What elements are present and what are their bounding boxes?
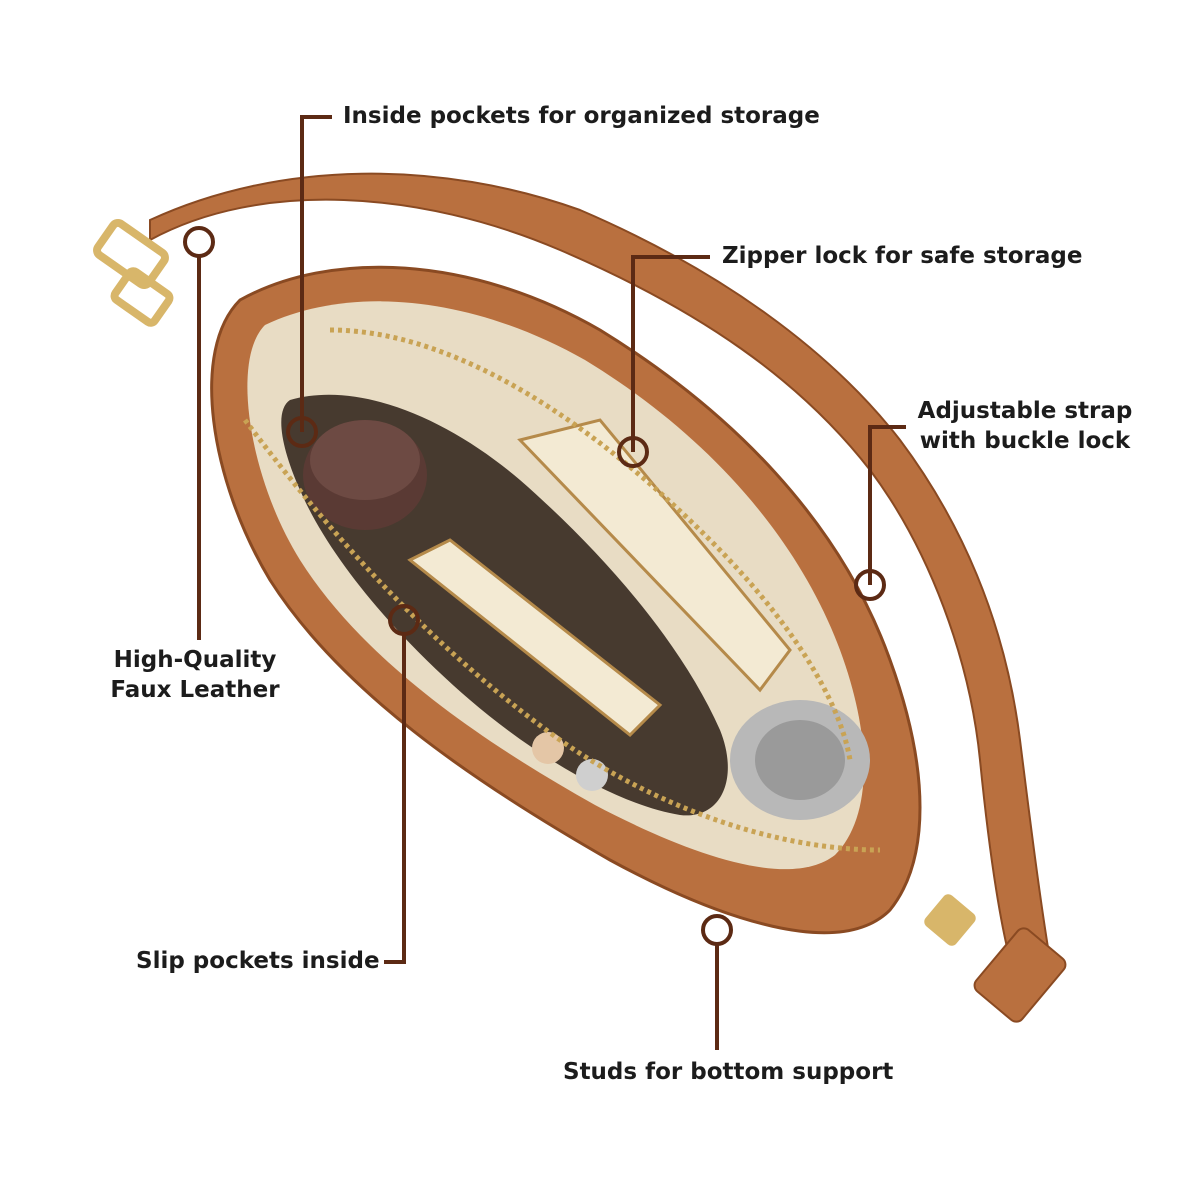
callout-faux-leather-line-2: Faux Leather — [110, 677, 280, 703]
callout-zipper-lock: Zipper lock for safe storage — [722, 243, 1083, 269]
callout-inside-pockets: Inside pockets for organized storage — [343, 103, 820, 129]
callout-faux-leather-line-1: High-Quality — [113, 647, 277, 673]
bottle-icon — [303, 420, 427, 530]
zipper-icon — [243, 327, 1067, 1023]
leader-lines — [183, 115, 906, 1050]
callout-faux-leather: High-Quality Faux Leather — [100, 645, 290, 705]
callout-adjustable-strap-line-2: with buckle lock — [919, 428, 1131, 454]
buckle-icon — [93, 219, 174, 327]
callout-studs: Studs for bottom support — [563, 1059, 894, 1085]
callout-adjustable-strap-line-1: Adjustable strap — [917, 398, 1133, 424]
callout-slip-pockets: Slip pockets inside — [136, 948, 380, 974]
callout-adjustable-strap: Adjustable strap with buckle lock — [905, 396, 1145, 456]
steel-bottle — [730, 700, 870, 820]
book-icon — [407, 418, 792, 738]
